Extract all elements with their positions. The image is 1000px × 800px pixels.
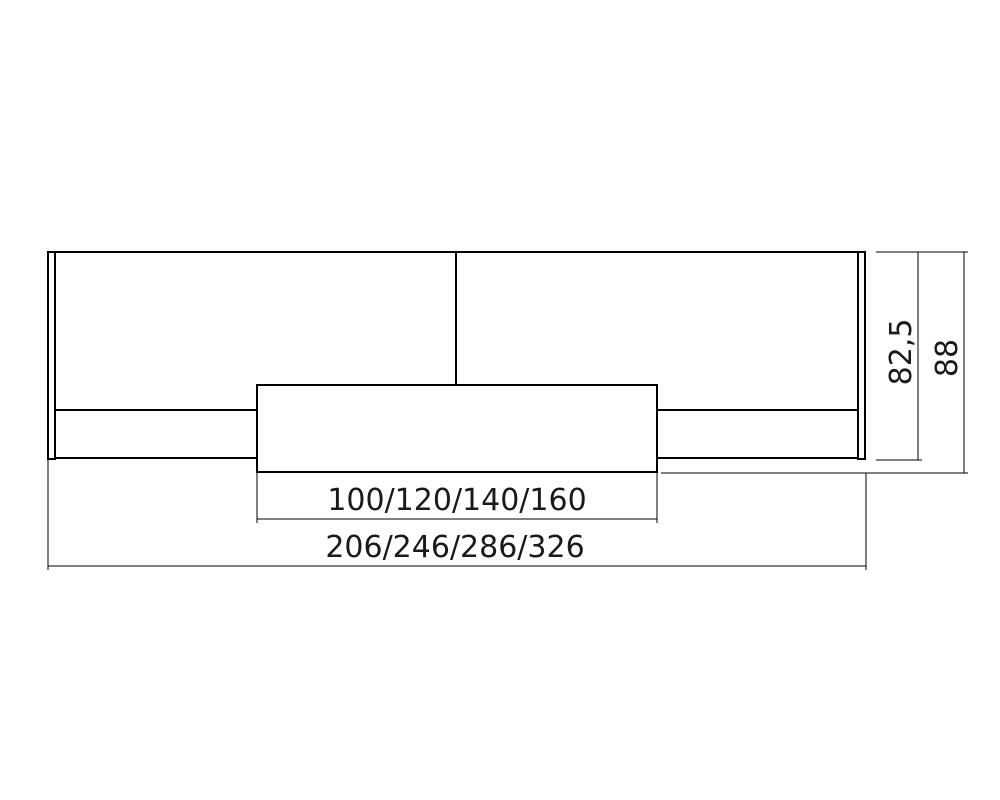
height-extensions <box>661 251 968 474</box>
center-block <box>256 384 658 473</box>
inner-width-label: 100/120/140/160 <box>327 483 586 518</box>
left-end-cap <box>47 251 56 460</box>
total-height-label: 88 <box>930 339 965 377</box>
inner-height-label: 82,5 <box>884 319 919 386</box>
product-outline <box>47 251 866 473</box>
inner-width-dimension <box>256 473 658 523</box>
total-width-label: 206/246/286/326 <box>325 530 584 565</box>
total-width-dimension <box>47 460 867 570</box>
right-end-cap <box>857 251 866 460</box>
